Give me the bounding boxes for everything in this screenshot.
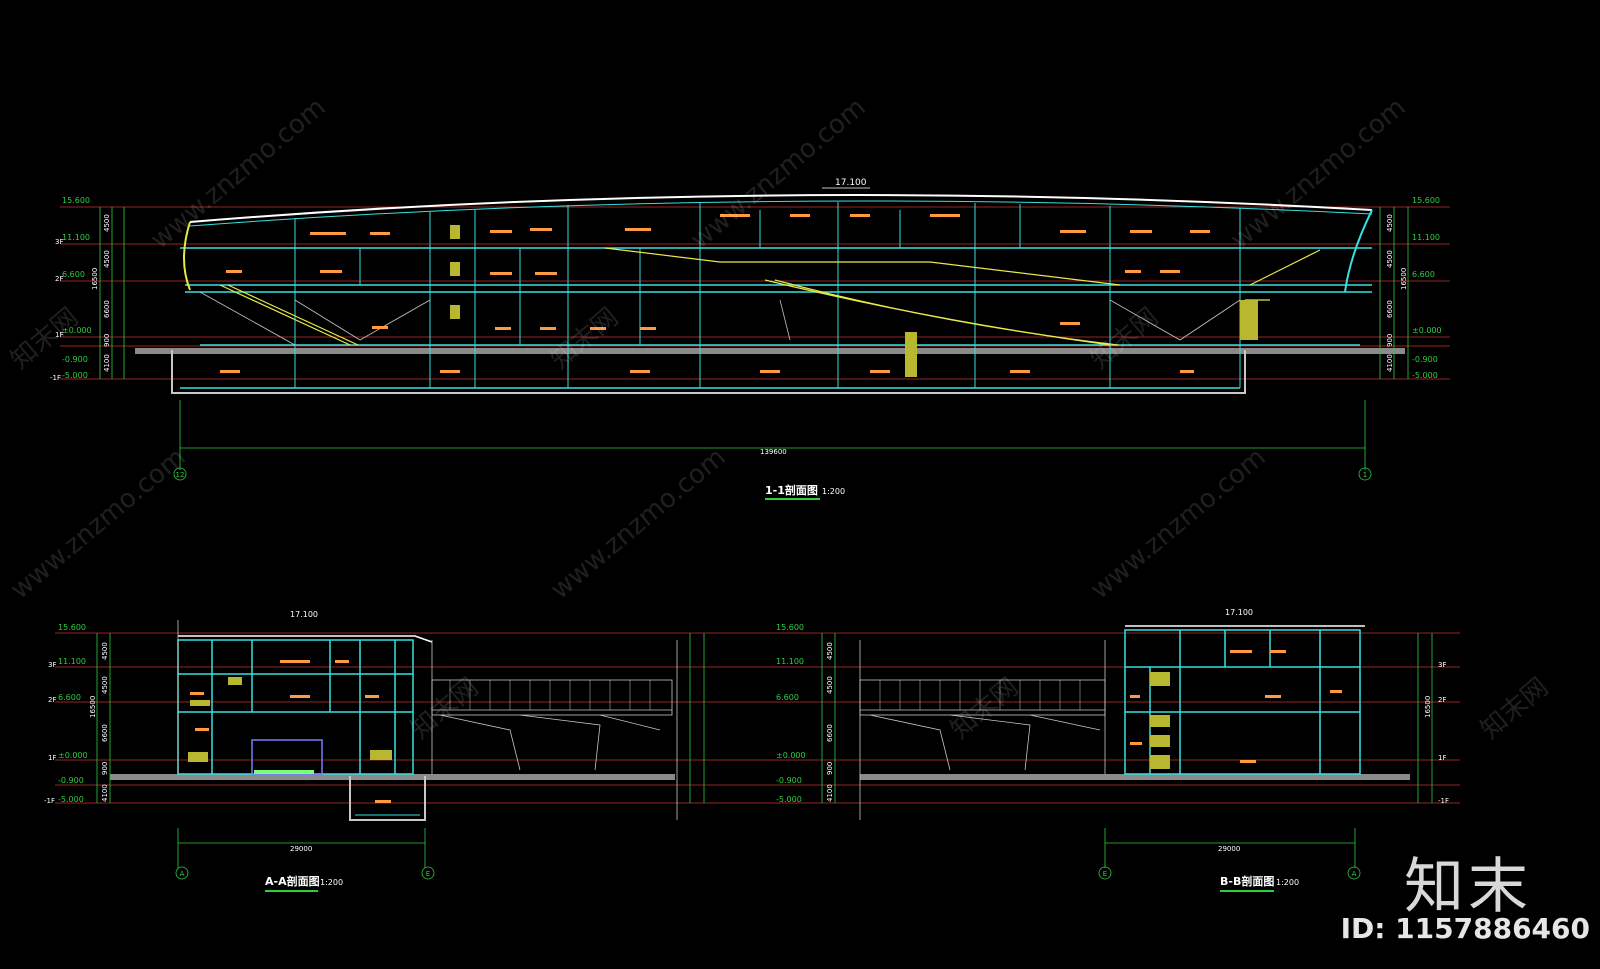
title-1-1: 1-1剖面图: [765, 483, 818, 497]
escalators-1-1: [219, 247, 1321, 346]
top-elevation-1-1: 17.100: [835, 178, 867, 188]
floor-tag-bb-2f: 2F: [1438, 696, 1446, 704]
dim-aa-3: 6600: [101, 724, 109, 742]
dim-right-5: 4100: [1386, 354, 1394, 372]
elev-right-1: 15.600: [1412, 196, 1440, 205]
dim-aa-5: 4100: [101, 784, 109, 802]
top-elevation-bb: 17.100: [1225, 608, 1253, 617]
elev-left-5: -0.900: [62, 355, 88, 364]
dim-left-1: 4500: [103, 214, 111, 232]
dim-bb-5: 4100: [826, 784, 834, 802]
scale-1-1: 1:200: [822, 487, 845, 496]
elev-left-1: 15.600: [62, 196, 90, 205]
title-bb: B-B剖面图: [1220, 874, 1274, 888]
bridge-aa: [431, 679, 673, 771]
top-elevation-aa: 17.100: [290, 610, 318, 619]
elev-aa-1: 15.600: [58, 623, 86, 632]
building-aa: [177, 639, 414, 775]
elev-right-4: ±0.000: [1412, 326, 1442, 335]
floor-tag-aa-1f: 1F: [48, 754, 56, 762]
scale-aa: 1:200: [320, 878, 343, 887]
dim-right-2: 4500: [1386, 250, 1394, 268]
dim-bb-4: 900: [826, 762, 834, 775]
elev-right-6: -5.000: [1412, 371, 1438, 380]
elev-right-3: 6.600: [1412, 270, 1435, 279]
dim-bb-total: 16500: [1424, 696, 1432, 718]
elev-left-6: -5.000: [62, 371, 88, 380]
dim-bb-1: 4500: [826, 642, 834, 660]
floor-tag-aa-b1: -1F: [44, 797, 55, 805]
elev-aa-3: 6.600: [58, 693, 81, 702]
elev-bb-3: 6.600: [776, 693, 799, 702]
basement-outline: [171, 350, 1246, 394]
floor-tag-b1: -1F: [50, 374, 61, 382]
dim-left-3: 6600: [103, 300, 111, 318]
brand-logo: 知末: [1404, 852, 1532, 922]
elev-right-5: -0.900: [1412, 355, 1438, 364]
elev-bb-5: -0.900: [776, 776, 802, 785]
axis-bubble-1: 1: [1363, 471, 1367, 479]
elev-bb-6: -5.000: [776, 795, 802, 804]
total-dim-bb: 29000: [1218, 845, 1240, 853]
dim-left-2: 4500: [103, 250, 111, 268]
elev-left-2: 11.100: [62, 233, 90, 242]
floor-tag-aa-2f: 2F: [48, 696, 56, 704]
floor-slabs-1-1: [180, 247, 1372, 346]
roof-curve: [189, 194, 1373, 223]
dim-right-1: 4500: [1386, 214, 1394, 232]
floor-tag-2f: 2F: [55, 275, 63, 283]
elev-aa-4: ±0.000: [58, 751, 88, 760]
total-dim-aa: 29000: [290, 845, 312, 853]
section-1-1: 15.600 11.100 6.600 ±0.000 -0.900 -5.000…: [50, 178, 1450, 500]
scale-bb: 1:200: [1276, 878, 1299, 887]
dim-aa-total: 16500: [89, 696, 97, 718]
elev-right-2: 11.100: [1412, 233, 1440, 242]
axis-bubble-aa-left: A: [180, 870, 185, 878]
image-id-label: ID: 1157886460: [1340, 912, 1590, 945]
floor-tag-bb-3f: 3F: [1438, 661, 1446, 669]
floor-tag-1f: 1F: [55, 331, 63, 339]
elev-aa-5: -0.900: [58, 776, 84, 785]
floor-tag-aa-3f: 3F: [48, 661, 56, 669]
stair-cores-1-1: [450, 225, 1258, 377]
axis-bubble-bb-left: E: [1103, 870, 1107, 878]
dim-right-4: 900: [1386, 334, 1394, 347]
dim-right-total: 16500: [1400, 268, 1408, 290]
elevation-lines-1-1: [60, 206, 1450, 380]
elev-left-4: ±0.000: [62, 326, 92, 335]
floor-tag-bb-b1: -1F: [1438, 797, 1449, 805]
axis-bubble-bb-right: A: [1352, 870, 1357, 878]
elev-bb-4: ±0.000: [776, 751, 806, 760]
floor-tag-3f: 3F: [55, 238, 63, 246]
elev-aa-6: -5.000: [58, 795, 84, 804]
floor-tag-bb-1f: 1F: [1438, 754, 1446, 762]
section-b-b: 15.600 11.100 6.600 ±0.000 -0.900 -5.000…: [770, 608, 1460, 892]
ground-slab-bb: [860, 774, 1410, 780]
room-labels-1-1: [220, 214, 1210, 373]
dim-right-3: 6600: [1386, 300, 1394, 318]
section-a-a: 15.600 11.100 6.600 ±0.000 -0.900 -5.000…: [44, 610, 770, 892]
dim-lines-left-1-1: [99, 207, 1409, 470]
axis-bubble-12: 12: [176, 471, 185, 479]
title-aa: A-A剖面图: [265, 874, 320, 888]
dim-bb-3: 6600: [826, 724, 834, 742]
elev-aa-2: 11.100: [58, 657, 86, 666]
axis-bubble-aa-right: E: [426, 870, 430, 878]
total-dim-1-1: 139600: [760, 448, 787, 456]
dim-left-5: 4100: [103, 354, 111, 372]
dim-aa-2: 4500: [101, 676, 109, 694]
ground-slab-aa: [110, 774, 675, 780]
ground-slab: [135, 348, 1405, 354]
truss-1-1: [199, 291, 1241, 346]
dim-left-4: 900: [103, 334, 111, 347]
elev-bb-2: 11.100: [776, 657, 804, 666]
elev-left-3: 6.600: [62, 270, 85, 279]
dim-aa-1: 4500: [101, 642, 109, 660]
dim-left-total: 16500: [91, 268, 99, 290]
dim-aa-4: 900: [101, 762, 109, 775]
elev-bb-1: 15.600: [776, 623, 804, 632]
columns-1-1: [294, 202, 1241, 388]
dim-bb-2: 4500: [826, 676, 834, 694]
